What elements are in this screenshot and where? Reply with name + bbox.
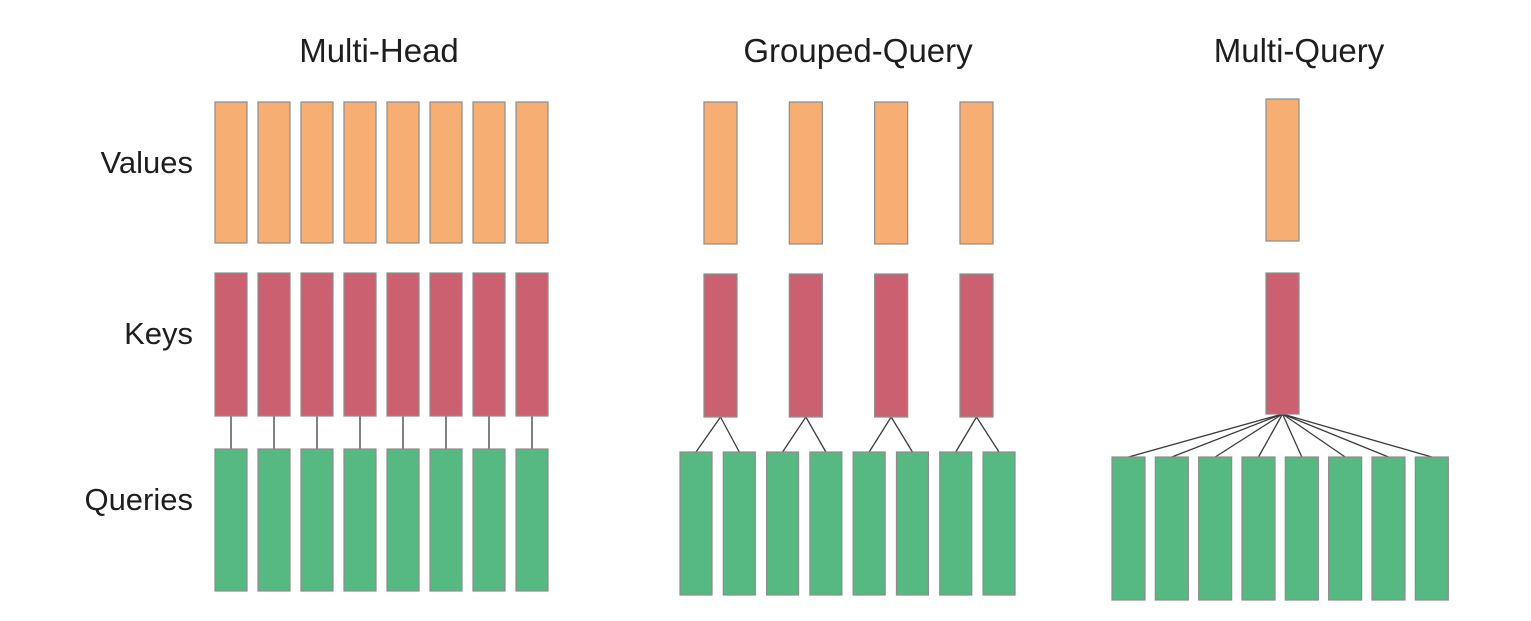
queries-bar [1241,456,1276,601]
values-bar [472,101,506,244]
key-query-connector [890,416,914,453]
queries-bar [1111,456,1146,601]
queries-bar [429,448,463,592]
row-label-values: Values [100,145,194,180]
panel-title-multi-head: Multi-Head [299,32,459,69]
queries-bar [982,451,1016,596]
values-bar [703,101,738,245]
keys-bar [874,273,909,418]
queries-bar [722,451,756,596]
key-query-connector [1281,413,1303,458]
queries-bar [852,451,886,596]
key-query-connector [1282,413,1346,458]
keys-bar [386,272,420,417]
values-bar [429,101,463,244]
keys-bar [703,273,738,418]
key-query-connector [975,416,1000,453]
key-query-connector [1282,413,1432,458]
key-query-connector [955,416,978,453]
queries-bar [1284,456,1319,601]
queries-bar [1154,456,1189,601]
key-query-connector [868,416,892,453]
key-query-connector [1171,413,1283,458]
queries-bar [1198,456,1233,601]
key-query-connector [1282,413,1389,458]
panel-title-multi-query: Multi-Query [1213,32,1385,69]
values-bar [386,101,420,244]
row-label-queries: Queries [84,482,193,517]
values-bar [959,101,994,245]
queries-bar [1414,456,1449,601]
values-bar [257,101,291,244]
keys-bar [300,272,334,417]
queries-bar [809,451,843,596]
key-query-connector [1214,413,1283,458]
queries-bar [939,451,973,596]
values-bar [874,101,909,245]
queries-bar [343,448,377,592]
queries-bar [257,448,291,592]
keys-bar [343,272,377,417]
key-query-connector [1128,413,1283,458]
keys-bar [429,272,463,417]
queries-bar [386,448,420,592]
keys-bar [959,273,994,418]
keys-bar [1265,272,1300,415]
keys-bar [257,272,291,417]
values-bar [343,101,377,244]
queries-bar [1371,456,1406,601]
queries-bar [515,448,549,592]
panel-title-grouped-query: Grouped-Query [743,32,973,69]
key-query-connector [805,416,827,453]
key-query-connector [695,416,722,453]
values-bar [788,101,823,245]
keys-bar [472,272,506,417]
queries-bar [472,448,506,592]
key-query-connector [719,416,740,453]
queries-bar [1328,456,1363,601]
queries-bar [765,451,800,596]
queries-bar [679,451,713,596]
values-bar [515,101,549,244]
values-bar [300,101,334,244]
values-bar [1265,98,1300,242]
queries-bar [300,448,334,592]
values-bar [214,101,248,244]
row-label-keys: Keys [124,316,193,351]
key-query-connector [782,416,807,453]
keys-bar [788,273,823,418]
key-query-connector [1257,413,1284,458]
keys-bar [214,272,248,417]
queries-bar [895,451,930,596]
queries-bar [214,448,248,592]
keys-bar [515,272,549,417]
